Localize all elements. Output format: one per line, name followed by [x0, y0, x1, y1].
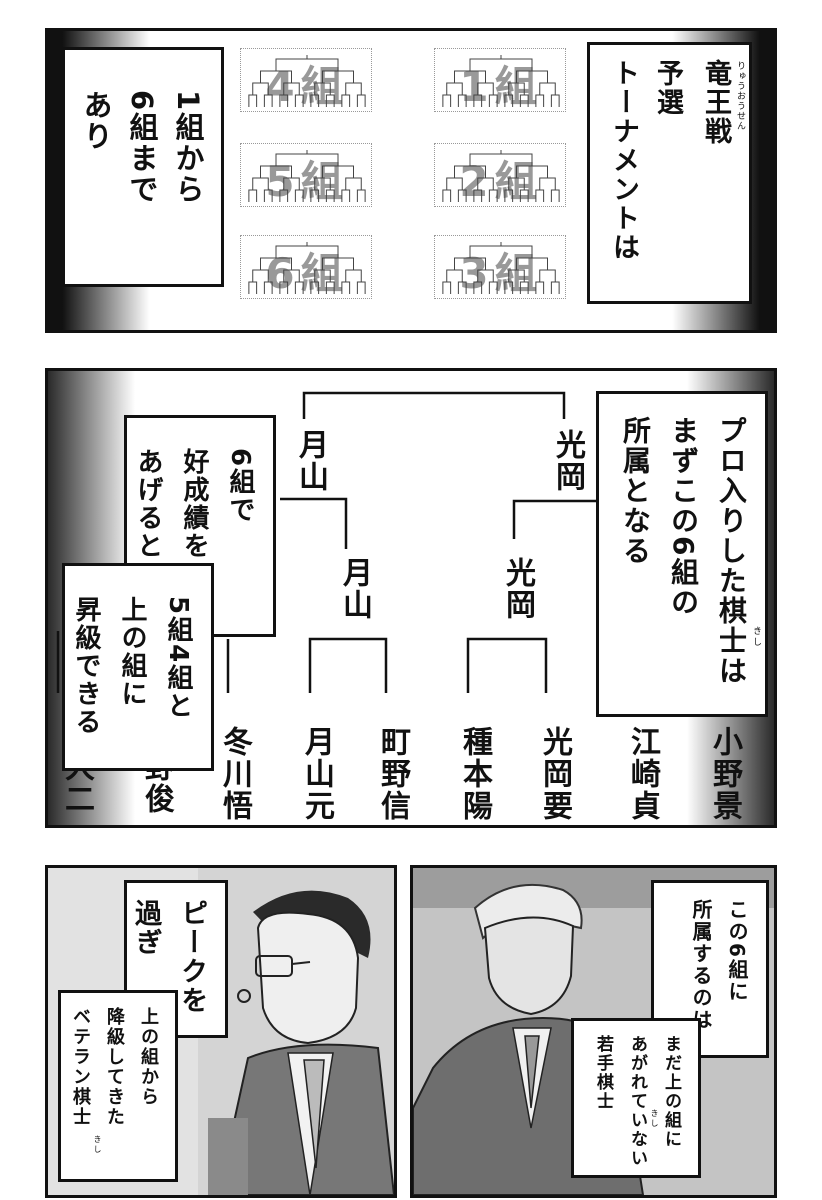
- group-4-bracket: 4組: [240, 48, 372, 112]
- caption-box-past-peak: ピークを 過ぎ: [124, 880, 228, 1038]
- caption-line: まだ上の組に: [661, 1035, 681, 1149]
- player-name: 光岡要: [537, 726, 572, 822]
- ruby-text: きし: [93, 1135, 102, 1155]
- ruby-text: りゅうおうせん: [735, 61, 745, 131]
- caption-box-young-pros: まだ上の組に あがれていない 若手棋士 きし: [571, 1018, 701, 1178]
- caption-line: 所属するのは: [689, 899, 713, 1031]
- caption-line: 5組4組と: [163, 596, 193, 721]
- caption-line: 予選: [652, 59, 683, 117]
- caption-box-new-pros: プロ入りした棋士は きし まずこの6組の 所属となる: [596, 391, 768, 717]
- caption-line: 上の組から: [138, 1007, 159, 1107]
- player-name: 月山元: [299, 726, 334, 822]
- group-6-bracket: 6組: [240, 235, 372, 299]
- group-label: 2組: [459, 157, 543, 206]
- caption-box-group6-members: この6組に 所属するのは: [651, 880, 769, 1058]
- mini-bracket-lines: [248, 150, 366, 202]
- bracket-name-mid-right: 光岡: [500, 557, 535, 621]
- caption-line: 竜王戦: [700, 59, 731, 146]
- caption-box-upgrade: 5組4組と 上の組に 昇級できる: [62, 563, 214, 771]
- mini-bracket-lines: [442, 242, 560, 294]
- caption-line: プロ入りした棋士は: [715, 416, 748, 686]
- group-label: 5組: [265, 157, 349, 206]
- mini-bracket-lines: [248, 55, 366, 107]
- caption-line: ピークを: [176, 899, 207, 1015]
- caption-line: 上の組に: [117, 596, 147, 708]
- ruby-text: きし: [650, 1109, 659, 1129]
- group-5-bracket: 5組: [240, 143, 372, 207]
- caption-line: 過ぎ: [130, 899, 161, 957]
- caption-line: 6組まで: [125, 90, 159, 206]
- player-name: 江崎貞: [625, 726, 660, 822]
- caption-line: あり: [79, 90, 113, 152]
- bracket-name-top-right: 光岡: [550, 429, 585, 493]
- panel-group6-bracket: 月山 光岡 月山 光岡 小野景 江崎貞 光岡要 種本陽 町野信 月山元 冬川悟 …: [45, 368, 777, 828]
- tournament-bracket-lines: [56, 391, 600, 693]
- caption-box-groups: 1組から 6組まで あり: [62, 47, 224, 287]
- caption-line: 昇級できる: [71, 596, 101, 736]
- mini-bracket-lines: [248, 242, 366, 294]
- group-label: 3組: [459, 249, 543, 298]
- player-name: 小野景: [707, 726, 742, 822]
- group-label: 1組: [459, 62, 543, 111]
- caption-line: 降級してきた: [104, 1007, 125, 1127]
- caption-line: 若手棋士: [593, 1035, 613, 1111]
- caption-line: トーナメントは: [608, 59, 639, 262]
- mini-bracket-lines: [442, 55, 560, 107]
- panel-veteran: ピークを 過ぎ 上の組から 降級してきた ベテラン棋士 きし: [45, 865, 397, 1198]
- caption-line: あがれていない: [627, 1035, 647, 1168]
- caption-line: 1組から: [171, 90, 205, 206]
- panel-tournament-overview: 竜王戦 りゅうおうせん 予選 トーナメントは 1組から 6組まで あり 4組 1…: [45, 28, 777, 333]
- panel-young-pro: この6組に 所属するのは まだ上の組に あがれていない 若手棋士 きし: [410, 865, 777, 1198]
- caption-line: この6組に: [725, 899, 749, 1003]
- mini-bracket-lines: [442, 150, 560, 202]
- caption-line: ベテラン棋士: [70, 1007, 91, 1127]
- group-1-bracket: 1組: [434, 48, 566, 112]
- ruby-text: きし: [751, 626, 761, 648]
- caption-line: 6組で: [225, 448, 255, 525]
- caption-line: 所属となる: [619, 416, 652, 566]
- group-label: 4組: [265, 62, 349, 111]
- bracket-name-top-left: 月山: [293, 429, 328, 493]
- caption-line: あげると: [133, 448, 163, 560]
- player-name: 冬川悟: [217, 726, 252, 822]
- caption-box-tournament: 竜王戦 りゅうおうせん 予選 トーナメントは: [587, 42, 752, 304]
- group-label: 6組: [265, 249, 349, 298]
- caption-line: 好成績を: [179, 448, 209, 560]
- player-name: 町野信: [375, 726, 410, 822]
- caption-line: まずこの6組の: [667, 416, 700, 618]
- bracket-name-mid-left: 月山: [337, 557, 372, 621]
- group-2-bracket: 2組: [434, 143, 566, 207]
- group-3-bracket: 3組: [434, 235, 566, 299]
- caption-box-demoted-veteran: 上の組から 降級してきた ベテラン棋士 きし: [58, 990, 178, 1182]
- player-name: 種本陽: [457, 726, 492, 822]
